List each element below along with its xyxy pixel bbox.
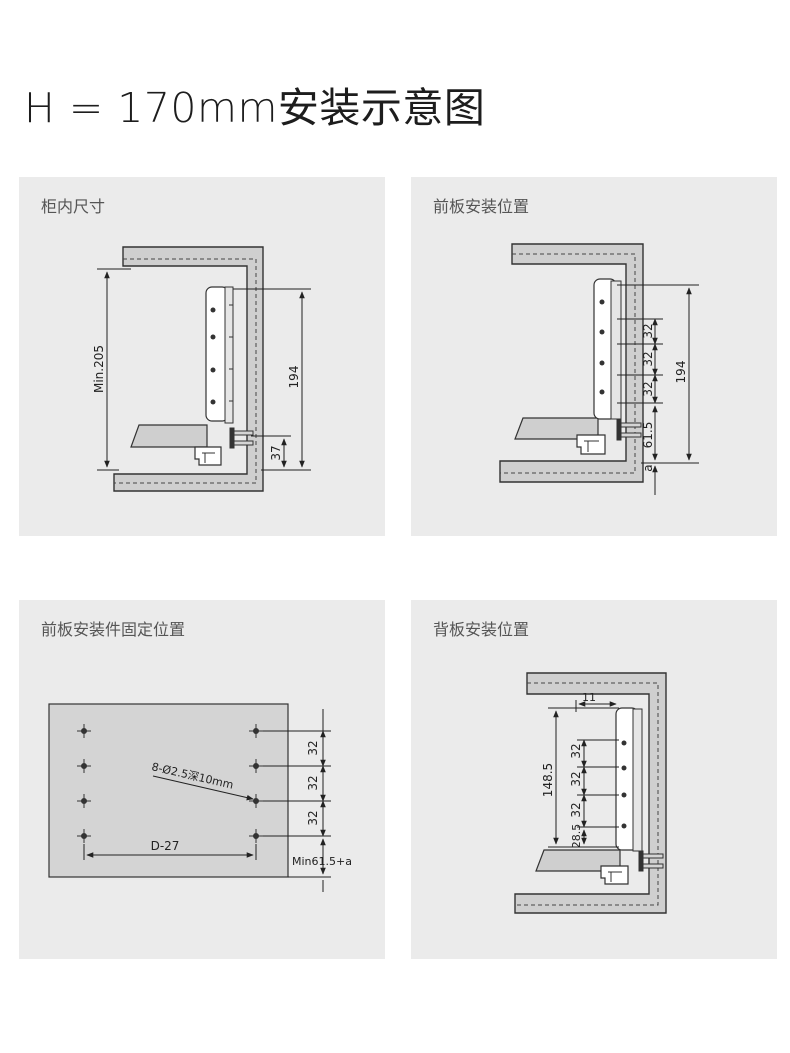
- dim-min-205: Min.205: [92, 345, 106, 393]
- dim-d-27: D-27: [151, 839, 180, 853]
- dim-32-top: 32: [569, 743, 583, 758]
- dim-61-5: 61.5: [641, 422, 655, 449]
- dim-min-61-5-a: Min61.5+a: [292, 855, 352, 868]
- dim-32-low: 32: [306, 810, 320, 825]
- drawer-bottom: [130, 424, 208, 448]
- panel-title: 前板安装件固定位置: [41, 620, 186, 639]
- top-board: [514, 672, 667, 914]
- panel-title: 前板安装位置: [433, 197, 530, 216]
- dim-194: 194: [674, 361, 688, 384]
- hole-marks: [77, 724, 263, 843]
- dim-a: a: [641, 464, 655, 471]
- dim-32-top: 32: [641, 323, 655, 338]
- top-board: [499, 243, 644, 483]
- dim-148-5: 148.5: [541, 763, 555, 797]
- back-panel-diagram: 11 32 32 32 148.5 28.5: [514, 672, 667, 914]
- front-fixing-diagram: 32 32 32 Min61.5+a 8-Ø2.5深10mm D-27: [48, 703, 352, 892]
- runner: [194, 446, 222, 466]
- dim-28-5: 28.5: [570, 824, 583, 849]
- runner: [576, 434, 606, 455]
- dim-32-mid: 32: [306, 775, 320, 790]
- runner: [600, 865, 629, 885]
- dim-32-low: 32: [641, 381, 655, 396]
- dim-194: 194: [287, 366, 301, 389]
- panel-cabinet-size: 柜内尺寸: [19, 177, 385, 536]
- dim-32-top: 32: [306, 740, 320, 755]
- top-board: [113, 246, 264, 492]
- panel-front-fixing: 前板安装件固定位置: [19, 600, 385, 959]
- dim-32-mid: 32: [569, 771, 583, 786]
- panel-title: 背板安装位置: [433, 620, 530, 639]
- front-panel-diagram: 32 32 32 61.5 a 194: [499, 243, 699, 495]
- page-title: H = 170mm安装示意图: [24, 84, 486, 132]
- dim-11: 11: [582, 691, 596, 704]
- cabinet-diagram: Min.205 194 37: [92, 246, 311, 492]
- panel-back-position: 背板安装位置 11: [411, 600, 777, 959]
- dim-32-mid: 32: [641, 351, 655, 366]
- panel-front-position: 前板安装位置 32: [411, 177, 777, 536]
- dim-37: 37: [269, 445, 283, 460]
- dim-32-low: 32: [569, 802, 583, 817]
- panel-title: 柜内尺寸: [41, 197, 106, 216]
- front-board: [48, 703, 289, 878]
